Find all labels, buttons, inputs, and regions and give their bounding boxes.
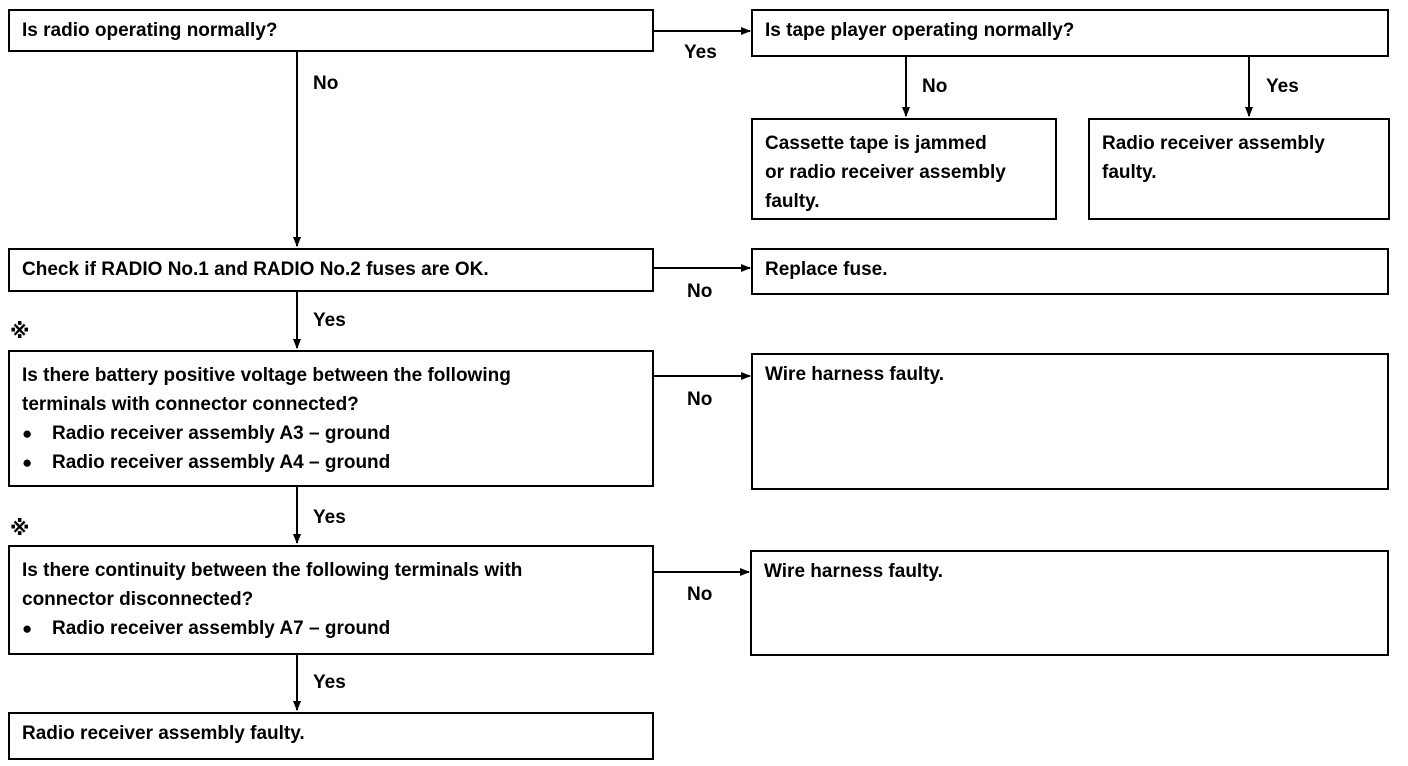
node-wire-faulty-2: Wire harness faulty. [750,550,1389,656]
label-continuity-yes: Yes [313,672,346,693]
label-radio-no: No [313,73,339,94]
reference-mark-voltage: ※ [10,321,30,343]
node-voltage-check: Is there battery positive voltage betwee… [8,350,654,487]
label-voltage-yes: Yes [313,507,346,528]
label-radio-yes: Yes [684,42,717,63]
reference-mark-continuity: ※ [10,518,30,540]
label-tape-yes: Yes [1266,76,1299,97]
node-tape-check: Is tape player operating normally? [751,9,1389,57]
node-receiver-faulty-bottom: Radio receiver assembly faulty. [8,712,654,760]
node-radio-check: Is radio operating normally? [8,9,654,52]
node-replace-fuse: Replace fuse. [751,248,1389,295]
node-tape-jammed: Cassette tape is jammed or radio receive… [751,118,1057,220]
node-wire-faulty-1: Wire harness faulty. [751,353,1389,490]
label-tape-no: No [922,76,948,97]
node-receiver-faulty-top: Radio receiver assembly faulty. [1088,118,1390,220]
label-fuse-no: No [687,281,713,302]
label-voltage-no: No [687,389,713,410]
node-fuse-check: Check if RADIO No.1 and RADIO No.2 fuses… [8,248,654,292]
label-fuse-yes: Yes [313,310,346,331]
label-continuity-no: No [687,584,713,605]
node-continuity-check: Is there continuity between the followin… [8,545,654,655]
